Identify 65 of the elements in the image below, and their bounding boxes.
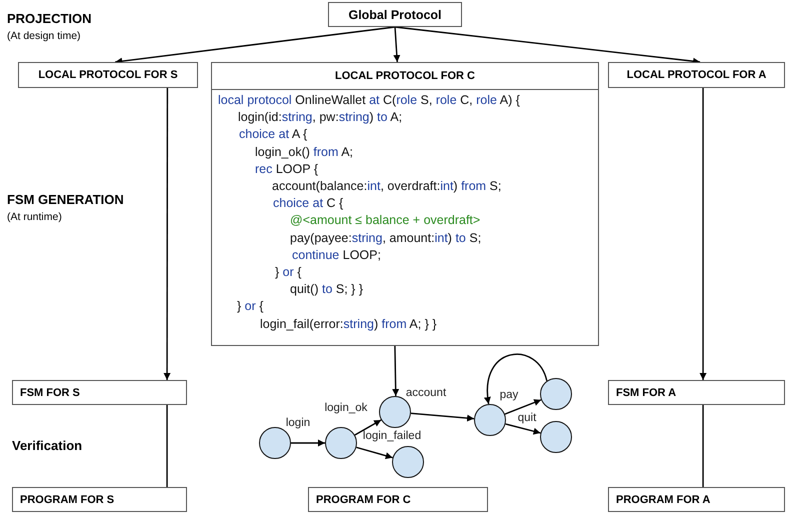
edge-label: login_ok	[324, 402, 368, 414]
code-line: rec LOOP {	[255, 160, 318, 178]
stage-box	[608, 62, 785, 88]
box-title: FSM FOR A	[615, 386, 678, 398]
stage-box	[328, 2, 462, 27]
arrow	[504, 399, 542, 415]
arrow	[393, 26, 400, 62]
code-line: choice at C {	[273, 195, 344, 212]
code-line: } or {	[237, 298, 264, 316]
box-title: Global Protocol	[348, 8, 442, 22]
box-title: PROGRAM FOR S	[19, 494, 116, 506]
code-line: quit() to S; } }	[290, 281, 364, 298]
state-circle	[259, 427, 291, 459]
box-title: LOCAL PROTOCOL FOR S	[38, 69, 178, 81]
stage-note: (At design time)	[7, 30, 81, 42]
box-title: PROGRAM FOR A	[615, 494, 712, 506]
edge-label: account	[406, 387, 446, 399]
arrow	[394, 26, 700, 65]
arrow	[505, 423, 541, 435]
stage-heading: FSM GENERATION	[7, 192, 124, 207]
edge-label: pay	[500, 389, 518, 401]
arrow	[410, 412, 474, 422]
box-title: PROGRAM FOR C	[315, 494, 412, 506]
stage-box	[308, 487, 488, 512]
code-line: continue LOOP;	[292, 246, 381, 264]
stage-box	[18, 62, 198, 88]
stage-heading: Verification	[12, 438, 82, 453]
stage-box	[608, 487, 785, 512]
code-line: pay(payee:string, amount:int) to S;	[290, 230, 482, 247]
code-line: local protocol OnlineWallet at C(role S, role C, role A) {	[218, 92, 520, 109]
code-line: login_fail(error:string) from A; } }	[260, 316, 437, 333]
code-line: login_ok() from A;	[255, 144, 354, 161]
code-line: login(id:string, pw:string) to A;	[238, 109, 402, 126]
code-line: account(balance:int, overdraft:int) from S;	[272, 178, 502, 196]
code-panel	[211, 62, 599, 346]
edge-label: quit	[518, 412, 536, 424]
state-circle	[540, 421, 572, 453]
edge-label: login_failed	[362, 430, 422, 442]
arrow	[356, 446, 393, 460]
state-circle	[392, 446, 424, 478]
arrow	[700, 88, 707, 380]
arrow	[291, 440, 325, 446]
arrow	[115, 26, 396, 65]
stage-box	[608, 380, 785, 405]
state-circle	[540, 378, 572, 410]
connector-line	[166, 405, 168, 487]
stage-box	[12, 487, 187, 512]
arrow	[164, 88, 171, 380]
arrow	[392, 346, 400, 396]
stage-note: (At runtime)	[7, 211, 62, 223]
code-line: } or {	[275, 264, 302, 282]
edge-label: login	[286, 417, 310, 429]
code-line: @<amount ≤ balance + overdraft>	[290, 212, 480, 230]
state-circle	[379, 396, 411, 428]
arrow	[484, 354, 548, 404]
panel-title: LOCAL PROTOCOL FOR C	[212, 63, 598, 90]
stage-heading: PROJECTION	[7, 11, 92, 26]
box-title: FSM FOR S	[19, 386, 81, 398]
connector-line	[702, 405, 704, 487]
code-line: choice at A {	[239, 126, 308, 144]
state-circle	[325, 427, 357, 459]
arrow	[354, 419, 382, 436]
stage-box	[12, 380, 187, 405]
state-circle	[474, 404, 506, 436]
box-title: LOCAL PROTOCOL FOR A	[626, 69, 766, 81]
